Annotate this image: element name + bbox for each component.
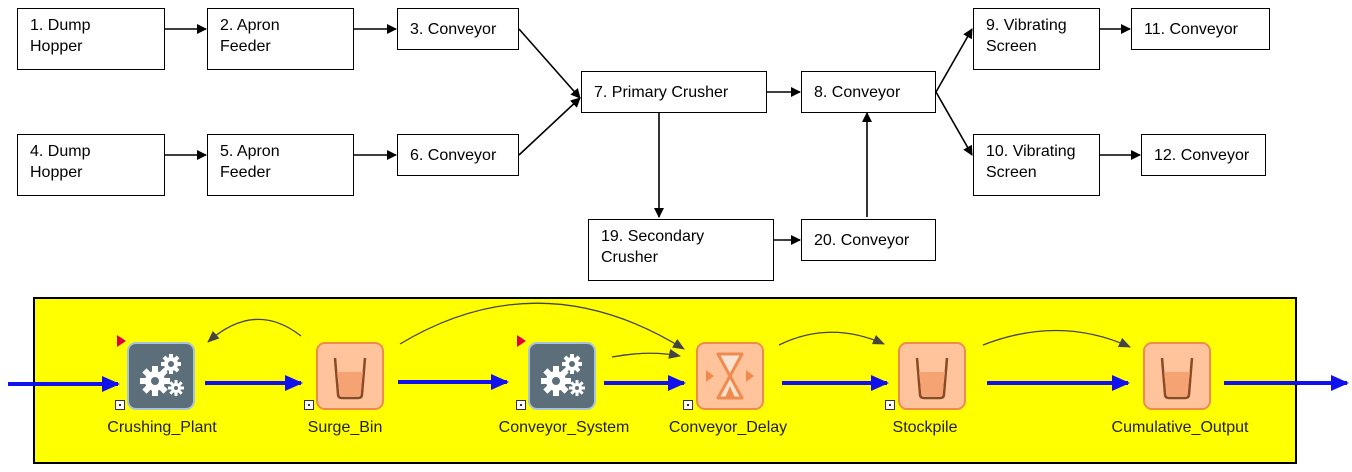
- bin-icon: [1160, 357, 1194, 400]
- node-label-crushing-plant: Crushing_Plant: [107, 419, 217, 436]
- node-stockpile[interactable]: [898, 342, 966, 410]
- process-box-secondary-crusher-19: 19. Secondary Crusher: [588, 219, 774, 281]
- gears-icon: [541, 354, 585, 396]
- node-port-icon[interactable]: [304, 400, 314, 410]
- process-box-apron-feeder-2: 2. Apron Feeder: [207, 8, 354, 70]
- node-port-icon[interactable]: [115, 400, 125, 410]
- link-arrow-stockpile-to-cumulative: [982, 329, 1131, 348]
- process-box-dump-hopper-4: 4. Dump Hopper: [17, 134, 165, 196]
- process-box-conveyor-3: 3. Conveyor: [397, 8, 519, 50]
- node-surge-bin[interactable]: [316, 342, 384, 410]
- node-conveyor-delay[interactable]: [696, 342, 764, 410]
- process-box-apron-feeder-5: 5. Apron Feeder: [207, 134, 354, 196]
- node-label-conveyor-system: Conveyor_System: [498, 419, 630, 436]
- node-label-conveyor-delay: Conveyor_Delay: [668, 419, 788, 436]
- node-port-icon[interactable]: [516, 400, 526, 410]
- node-cumulative-output[interactable]: [1143, 342, 1211, 410]
- gears-icon: [140, 354, 184, 396]
- bin-icon: [333, 357, 367, 400]
- error-marker-icon: [517, 335, 526, 347]
- link-arrow-convsys-to-delay: [611, 348, 681, 359]
- hourglass-icon: [706, 352, 754, 400]
- edge-b6-b7: [518, 97, 581, 156]
- link-arrow-delay-to-stockpile: [778, 331, 885, 346]
- model-panel: [33, 297, 1297, 464]
- node-label-cumulative-output: Cumulative_Output: [1111, 419, 1249, 436]
- error-marker-icon: [117, 335, 126, 347]
- edge-b8-b10: [935, 91, 973, 156]
- node-label-surge-bin: Surge_Bin: [307, 419, 383, 436]
- process-box-conveyor-20: 20. Conveyor: [801, 219, 936, 261]
- node-conveyor-system[interactable]: [528, 342, 596, 410]
- process-box-conveyor-12: 12. Conveyor: [1141, 134, 1266, 176]
- process-box-conveyor-8: 8. Conveyor: [801, 71, 936, 113]
- process-box-dump-hopper-1: 1. Dump Hopper: [17, 8, 165, 70]
- node-port-icon[interactable]: [885, 400, 895, 410]
- bin-icon: [915, 357, 949, 400]
- node-label-stockpile: Stockpile: [892, 419, 958, 436]
- process-box-primary-crusher-7: 7. Primary Crusher: [581, 71, 767, 113]
- process-box-vibrating-screen-10: 10. Vibrating Screen: [973, 134, 1100, 196]
- edge-b8-b9: [935, 28, 973, 93]
- node-crushing-plant[interactable]: [127, 342, 195, 410]
- link-arrow-surge-to-delay: [399, 302, 685, 350]
- link-arrow-surge-to-crushing: [207, 318, 302, 343]
- process-box-conveyor-11: 11. Conveyor: [1131, 8, 1270, 50]
- process-box-conveyor-6: 6. Conveyor: [397, 134, 519, 176]
- process-box-vibrating-screen-9: 9. Vibrating Screen: [973, 8, 1100, 70]
- node-port-icon[interactable]: [683, 400, 693, 410]
- edge-b3-b7: [518, 28, 581, 99]
